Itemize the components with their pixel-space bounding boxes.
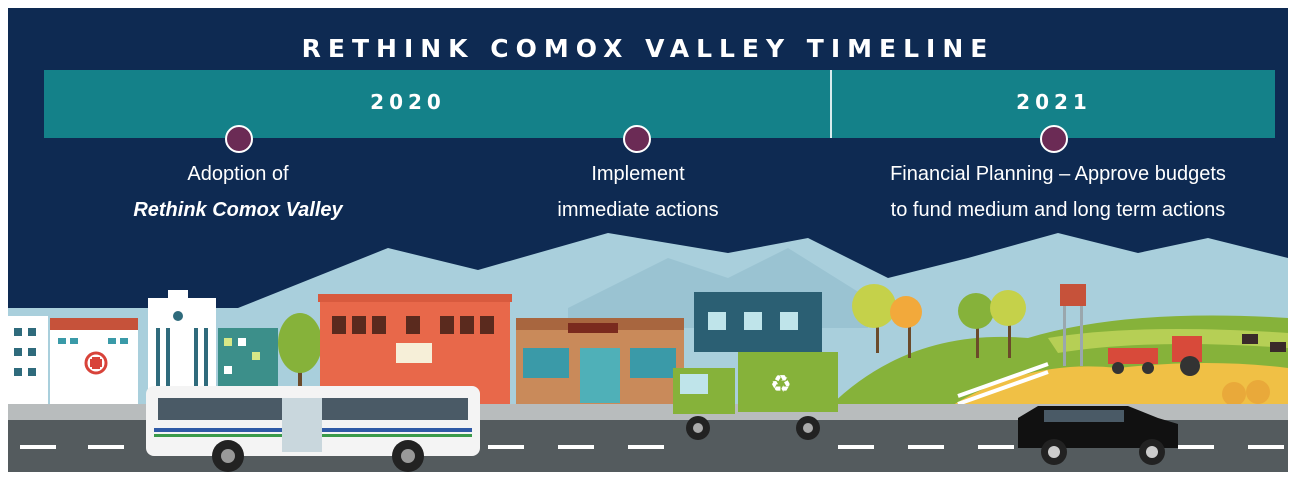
fence bbox=[957, 362, 1049, 398]
milestone-3-line2: to fund medium and long term actions bbox=[890, 199, 1226, 221]
tractor-icon bbox=[1108, 336, 1202, 376]
page-title: RETHINK COMOX VALLEY TIMELINE bbox=[301, 34, 995, 63]
wheat-field bbox=[948, 363, 1288, 408]
hay-bale-icon bbox=[1222, 380, 1270, 406]
milestone-2: Implement immediate actions bbox=[508, 156, 768, 228]
milestone-dot-2 bbox=[623, 125, 651, 153]
milestone-dot-1 bbox=[225, 125, 253, 153]
milestone-2-line1: Implement bbox=[591, 163, 685, 185]
milestone-3: Financial Planning – Approve budgets to … bbox=[848, 156, 1268, 228]
hospital-icon bbox=[84, 351, 108, 375]
period-divider bbox=[830, 70, 832, 138]
cow-icon bbox=[1242, 334, 1286, 352]
milestone-2-line2: immediate actions bbox=[557, 199, 719, 221]
year-label-2020: 2020 bbox=[370, 90, 446, 114]
timeline-infographic: ♻ RETHINK COMOX VALLEY TIMELINE 2020 202… bbox=[8, 8, 1288, 472]
water-tower-icon bbox=[1060, 284, 1086, 366]
milestone-1-line1: Adoption of bbox=[187, 163, 289, 185]
orchard-tree-icon bbox=[852, 284, 1026, 358]
field-stripes bbox=[1048, 329, 1288, 353]
milestone-3-line1: Financial Planning – Approve budgets bbox=[890, 163, 1226, 185]
city-bus-icon bbox=[146, 386, 480, 472]
year-label-2021: 2021 bbox=[1016, 90, 1092, 114]
milestone-1: Adoption of Rethink Comox Valley bbox=[98, 156, 378, 228]
suv-icon bbox=[1018, 406, 1178, 465]
scenic-illustration: ♻ bbox=[8, 233, 1288, 472]
garbage-truck-icon: ♻ bbox=[673, 352, 838, 440]
milestone-dot-3 bbox=[1040, 125, 1068, 153]
recycle-icon: ♻ bbox=[770, 370, 792, 398]
milestone-1-line2: Rethink Comox Valley bbox=[133, 199, 343, 221]
tree-icon bbox=[278, 313, 322, 398]
road-markings bbox=[20, 445, 1284, 449]
period-band-2020 bbox=[44, 70, 830, 138]
